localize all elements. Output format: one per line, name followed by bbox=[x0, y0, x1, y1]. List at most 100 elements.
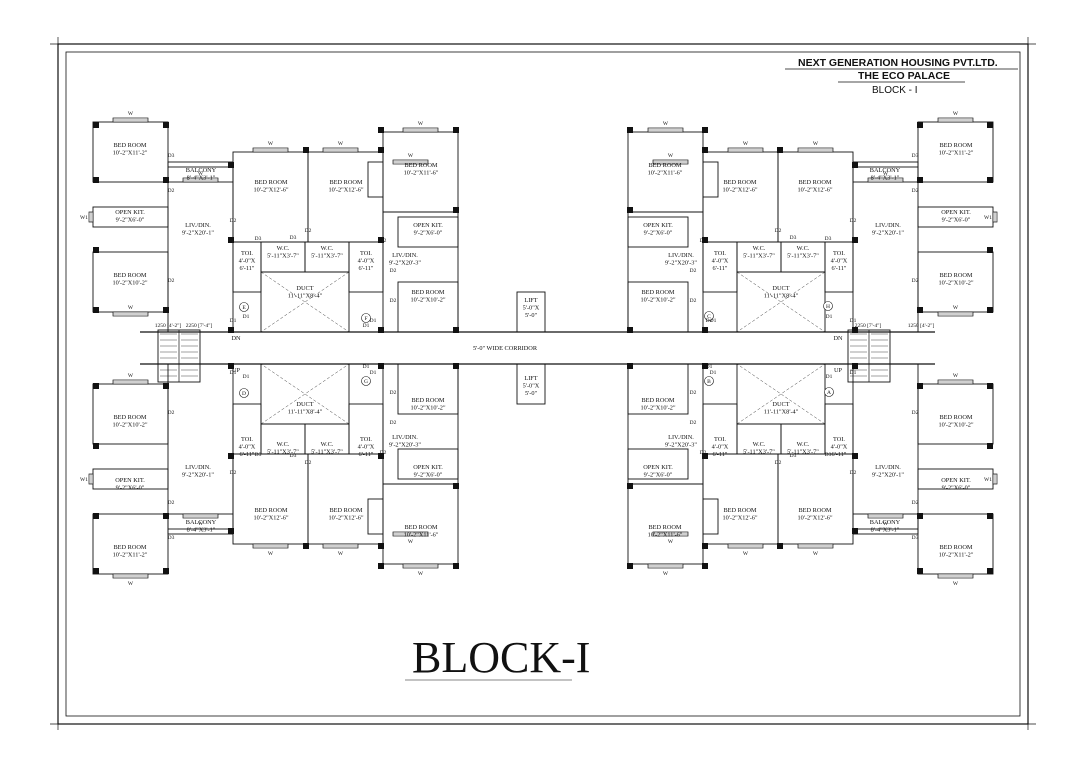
toilet-label: TOI. bbox=[241, 436, 253, 443]
duct-diagonal bbox=[736, 271, 826, 333]
column bbox=[163, 513, 169, 519]
column bbox=[852, 453, 858, 459]
door-tag: D2 bbox=[390, 420, 397, 426]
entry-door-tag: D1 bbox=[363, 323, 370, 329]
door-tag: D3 bbox=[825, 236, 832, 242]
tower-living-label: 9'-2"X20'-3" bbox=[389, 260, 421, 267]
column bbox=[702, 147, 708, 153]
window-tag: W bbox=[813, 141, 819, 147]
living-dining bbox=[167, 363, 234, 530]
column bbox=[228, 363, 234, 369]
duct-label: DUCT bbox=[772, 401, 789, 408]
window-tag: W bbox=[668, 153, 674, 159]
corner-bedroom-2-label: 10'-2"X10'-2" bbox=[112, 280, 147, 287]
tower-living-label: LIV./DIN. bbox=[392, 434, 418, 441]
lift-bottom bbox=[516, 363, 546, 405]
duct bbox=[736, 271, 826, 333]
living-label: LIV./DIN. bbox=[185, 464, 211, 471]
door-tag: D2 bbox=[912, 500, 919, 506]
window-tag: W bbox=[338, 551, 344, 557]
tower-bedroom-2-label: 10'-2"X10'-2" bbox=[410, 405, 445, 412]
column bbox=[987, 383, 993, 389]
column bbox=[627, 127, 633, 133]
bedroom-mid-2-label: BED ROOM bbox=[723, 507, 756, 514]
stair-dn-left: DN bbox=[231, 335, 241, 342]
toilet-label: 6'-11" bbox=[239, 451, 254, 458]
wc-1-label: W.C. bbox=[797, 441, 810, 448]
duct-diagonal bbox=[736, 363, 826, 425]
corner-bedroom-label: 10'-2"X11'-2" bbox=[939, 150, 974, 157]
tower-bedroom-2 bbox=[627, 363, 689, 415]
stair-dim: 2250 [7'-4"] bbox=[186, 323, 213, 329]
column bbox=[228, 327, 234, 333]
column bbox=[378, 363, 384, 369]
window-tag: W bbox=[268, 141, 274, 147]
balcony-label: 8'-4"X3'-1" bbox=[187, 175, 216, 182]
bedroom-mid-1-label: BED ROOM bbox=[798, 507, 831, 514]
door-tag: D1 bbox=[710, 318, 717, 324]
room-label: LIFT bbox=[524, 297, 537, 304]
entry-door-tag: D1 bbox=[363, 364, 370, 370]
column bbox=[987, 443, 993, 449]
balcony-label: BALCONY bbox=[870, 167, 901, 174]
column bbox=[917, 307, 923, 313]
wc-2-label: W.C. bbox=[321, 441, 334, 448]
column bbox=[917, 177, 923, 183]
column bbox=[702, 543, 708, 549]
window-tag: W bbox=[813, 551, 819, 557]
door-tag: D3 bbox=[290, 453, 297, 459]
balcony-label: 8'-4"X3'-1" bbox=[871, 527, 900, 534]
bedroom-mid-1-label: BED ROOM bbox=[254, 179, 287, 186]
tower-bedroom-label: 10'-2"X11'-6" bbox=[404, 532, 439, 539]
toilet-label: 6'-11" bbox=[831, 451, 846, 458]
duct-diagonal bbox=[260, 271, 350, 333]
column bbox=[917, 568, 923, 574]
door-tag: D2 bbox=[912, 410, 919, 416]
tower-balcony bbox=[367, 498, 384, 535]
tower-bedroom-label: BED ROOM bbox=[404, 524, 437, 531]
tower-kitchen-label: OPEN KIT. bbox=[413, 222, 443, 229]
toilet-label: 4'-0"X bbox=[831, 258, 848, 265]
corner-bedroom-2-label: 10'-2"X10'-2" bbox=[938, 422, 973, 429]
open-kitchen-label: OPEN KIT. bbox=[941, 477, 971, 484]
toilet-label: 4'-0"X bbox=[831, 444, 848, 451]
tower-kitchen-label: 9'-2"X6'-0" bbox=[414, 230, 443, 237]
window-tag: W bbox=[953, 373, 959, 379]
bedroom-mid-1-label: 10'-2"X12'-6" bbox=[253, 187, 288, 194]
corner-bedroom-2-label: BED ROOM bbox=[939, 272, 972, 279]
column bbox=[228, 528, 234, 534]
flat-marker bbox=[239, 388, 249, 398]
column bbox=[378, 543, 384, 549]
door-tag: D2 bbox=[305, 460, 312, 466]
open-kitchen-label: 9'-2"X6'-0" bbox=[942, 485, 971, 492]
column bbox=[987, 122, 993, 128]
window-tag: W1 bbox=[984, 477, 992, 483]
column bbox=[93, 307, 99, 313]
window-tag: W bbox=[743, 551, 749, 557]
door-tag: D1 bbox=[230, 318, 237, 324]
duct-diagonal bbox=[736, 363, 826, 425]
column bbox=[453, 363, 459, 369]
tower-bedroom-2-label: BED ROOM bbox=[641, 397, 674, 404]
balcony-label: BALCONY bbox=[186, 519, 217, 526]
room-label: 5'-0"X bbox=[523, 305, 540, 312]
living-label: 9'-2"X20'-1" bbox=[872, 472, 904, 479]
toilet-2-label: 4'-0"X bbox=[712, 444, 729, 451]
column bbox=[163, 177, 169, 183]
tower-living-label: LIV./DIN. bbox=[668, 434, 694, 441]
column bbox=[987, 177, 993, 183]
corner-bedroom-2-label: 10'-2"X10'-2" bbox=[112, 422, 147, 429]
column bbox=[627, 363, 633, 369]
duct-diagonal bbox=[736, 271, 826, 333]
door-tag: D2 bbox=[690, 390, 697, 396]
toilet-2-label: 6'-11" bbox=[358, 451, 373, 458]
tower-bedroom-label: BED ROOM bbox=[648, 524, 681, 531]
door-tag: D2 bbox=[305, 228, 312, 234]
bedroom-mid-2-label: 10'-2"X12'-6" bbox=[722, 515, 757, 522]
door-tag: D1 bbox=[370, 318, 377, 324]
column bbox=[93, 177, 99, 183]
column bbox=[987, 568, 993, 574]
tower-bedroom-label: 10'-2"X11'-6" bbox=[648, 170, 683, 177]
door-tag: D2 bbox=[380, 450, 387, 456]
